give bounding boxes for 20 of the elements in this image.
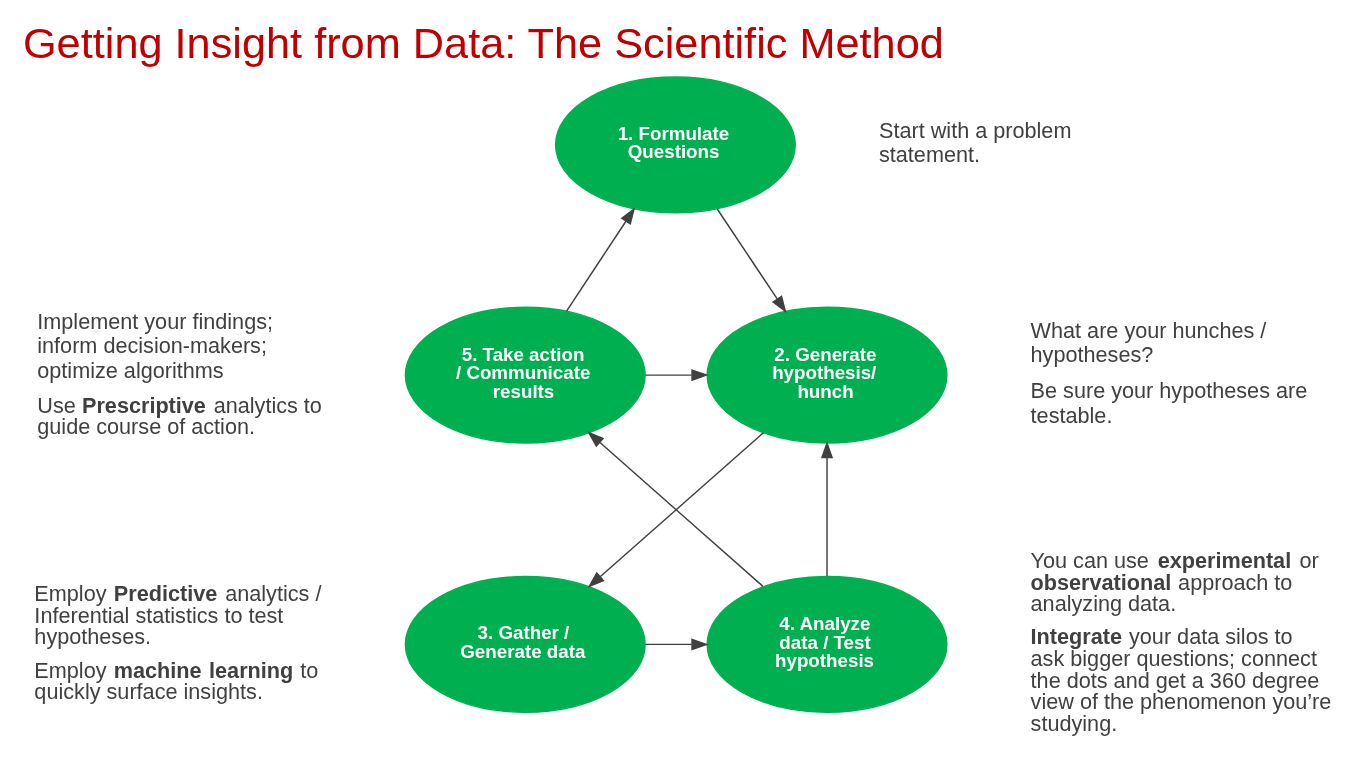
arrow: [820, 440, 834, 577]
node-ellipse: 4. Analyze data / Test hypothesis: [706, 575, 948, 713]
arrow: [644, 368, 709, 381]
node-label: Start with a problem statement.: [879, 117, 1072, 167]
node-ellipse: 2. Generate hypothesis/ hunch: [706, 306, 948, 444]
node-label: Integrate your data silos to ask bigger questions; connect the dots and get a 360 degree view of the phenomenon you’re studying.: [1030, 623, 1332, 736]
node-label: Employ machine learning to quickly surface insights.: [34, 657, 319, 704]
diagram-title: Getting Insight from Data: The Scientific Method: [22, 18, 944, 67]
arrow: [644, 637, 709, 650]
arrow: [565, 206, 636, 312]
node-label: Be sure your hypotheses are testable.: [1030, 377, 1308, 428]
node-ellipse: 1. Formulate Questions: [554, 75, 796, 213]
node-label: Employ Predictive analytics / Inferential statistics to test hypotheses.: [34, 580, 322, 649]
node-ellipse: 3. Gather / Generate data: [404, 575, 646, 713]
node-label: Use Prescriptive analytics to guide course of action.: [37, 392, 322, 439]
arrow: [716, 207, 787, 313]
node-label: What are your hunches / hypotheses?: [1030, 317, 1267, 367]
node-label: You can use experimental or observational approach to analyzing data.: [1030, 547, 1319, 616]
node-ellipse: 5. Take action / Communicate results: [404, 306, 646, 444]
node-label: Implement your findings; inform decision-makers; optimize algorithms: [37, 308, 274, 383]
